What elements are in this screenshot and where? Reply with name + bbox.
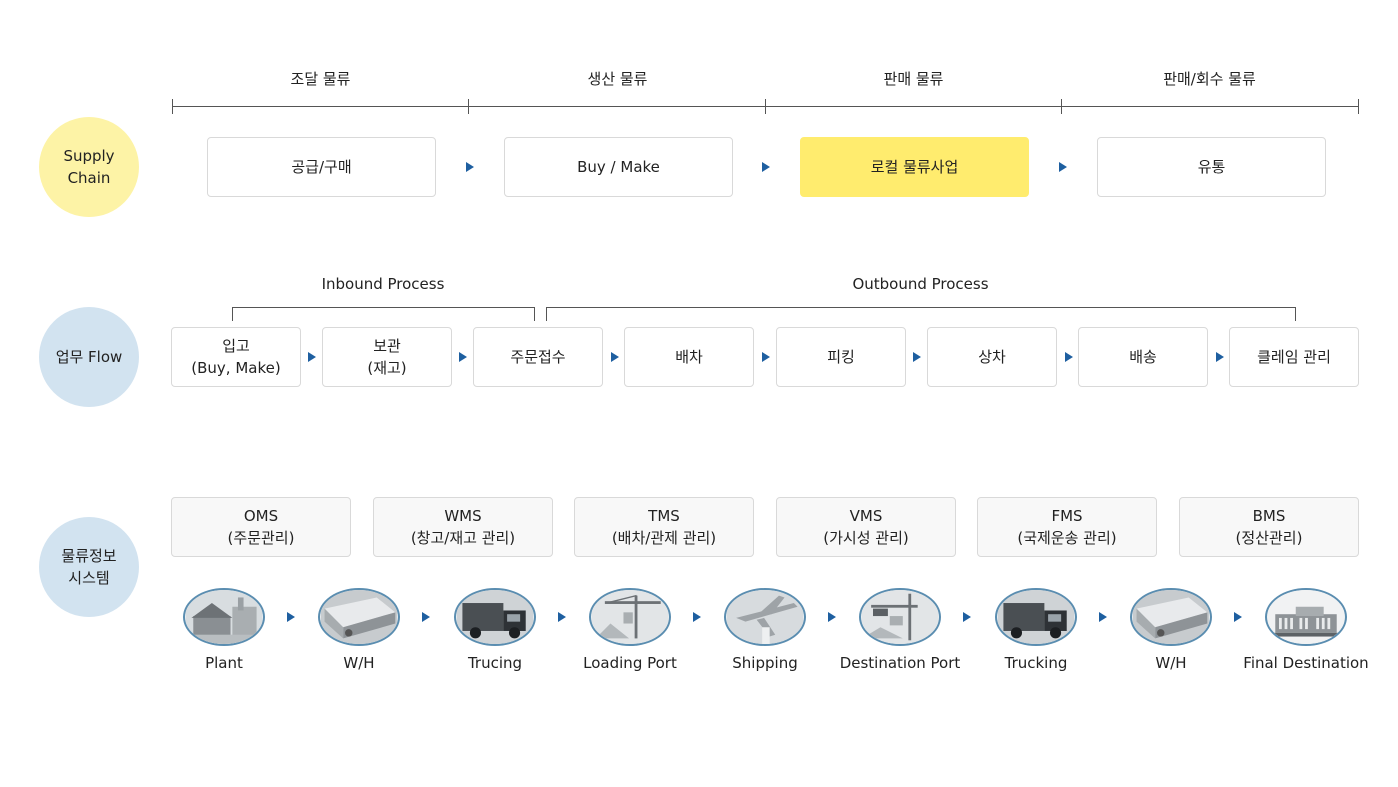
arrow-right-icon — [1059, 162, 1067, 172]
supply-box-buy-make: Buy / Make — [504, 137, 733, 197]
outbound-bracket-tick — [546, 307, 547, 321]
outbound-bracket — [546, 307, 1296, 308]
phase-label-return: 판매/회수 물류 — [1163, 70, 1256, 88]
outbound-bracket-tick — [1295, 307, 1296, 321]
arrow-right-icon — [466, 162, 474, 172]
inbound-bracket-tick — [232, 307, 233, 321]
arrow-right-icon — [1065, 352, 1073, 362]
system-box-tms: TMS (배차/관제 관리) — [574, 497, 754, 557]
system-box-oms: OMS (주문관리) — [171, 497, 351, 557]
flow-box-loading: 상차 — [927, 327, 1057, 387]
phase-tick — [172, 99, 173, 114]
system-box-wms: WMS (창고/재고 관리) — [373, 497, 553, 557]
phase-label-procurement: 조달 물류 — [290, 70, 351, 88]
port-crane-photo-icon — [859, 588, 941, 646]
flow-box-dispatch: 배차 — [624, 327, 754, 387]
inbound-bracket-tick — [534, 307, 535, 321]
flow-box-storage: 보관 (재고) — [322, 327, 452, 387]
truck-photo-icon — [454, 588, 536, 646]
arrow-right-icon — [459, 352, 467, 362]
arrow-right-icon — [1234, 612, 1242, 622]
flow-box-picking: 피킹 — [776, 327, 906, 387]
flow-box-receiving: 입고 (Buy, Make) — [171, 327, 301, 387]
node-label-destination-port: Destination Port — [839, 654, 961, 672]
node-label-shipping: Shipping — [732, 654, 798, 672]
arrow-right-icon — [762, 352, 770, 362]
factory-photo-icon — [183, 588, 265, 646]
arrow-right-icon — [287, 612, 295, 622]
phase-tick — [1358, 99, 1359, 114]
row-label-work-flow: 업무 Flow — [39, 307, 139, 407]
system-box-bms: BMS (정산관리) — [1179, 497, 1359, 557]
phase-tick — [765, 99, 766, 114]
outbound-process-label: Outbound Process — [852, 275, 989, 293]
inbound-process-label: Inbound Process — [321, 275, 445, 293]
inbound-bracket — [232, 307, 535, 308]
node-label-trucing: Trucing — [467, 654, 523, 672]
supply-box-local-logistics: 로컬 물류사업 — [800, 137, 1029, 197]
phase-tick — [468, 99, 469, 114]
building-photo-icon — [1265, 588, 1347, 646]
arrow-right-icon — [762, 162, 770, 172]
arrow-right-icon — [611, 352, 619, 362]
phase-label-sales: 판매 물류 — [883, 70, 944, 88]
arrow-right-icon — [422, 612, 430, 622]
arrow-right-icon — [693, 612, 701, 622]
arrow-right-icon — [963, 612, 971, 622]
system-box-vms: VMS (가시성 관리) — [776, 497, 956, 557]
phase-tick — [1061, 99, 1062, 114]
row-label-info-system: 물류정보 시스템 — [39, 517, 139, 617]
arrow-right-icon — [1216, 352, 1224, 362]
node-label-plant: Plant — [205, 654, 243, 672]
arrow-right-icon — [913, 352, 921, 362]
warehouse-photo-icon — [318, 588, 400, 646]
node-label-trucking: Trucking — [1004, 654, 1068, 672]
system-box-fms: FMS (국제운송 관리) — [977, 497, 1157, 557]
node-label-loading-port: Loading Port — [583, 654, 677, 672]
supply-box-procurement: 공급/구매 — [207, 137, 436, 197]
crane-photo-icon — [589, 588, 671, 646]
flow-box-claim: 클레임 관리 — [1229, 327, 1359, 387]
airplane-photo-icon — [724, 588, 806, 646]
warehouse-photo-icon — [1130, 588, 1212, 646]
phase-label-production: 생산 물류 — [587, 70, 648, 88]
supply-box-distribution: 유통 — [1097, 137, 1326, 197]
flow-box-order-receipt: 주문접수 — [473, 327, 603, 387]
flow-box-delivery: 배송 — [1078, 327, 1208, 387]
row-label-supply-chain: Supply Chain — [39, 117, 139, 217]
node-label-wh: W/H — [343, 654, 375, 672]
node-label-wh-2: W/H — [1155, 654, 1187, 672]
arrow-right-icon — [828, 612, 836, 622]
arrow-right-icon — [558, 612, 566, 622]
truck-photo-icon — [995, 588, 1077, 646]
arrow-right-icon — [1099, 612, 1107, 622]
arrow-right-icon — [308, 352, 316, 362]
node-label-final-destination: Final Destination — [1243, 654, 1369, 672]
